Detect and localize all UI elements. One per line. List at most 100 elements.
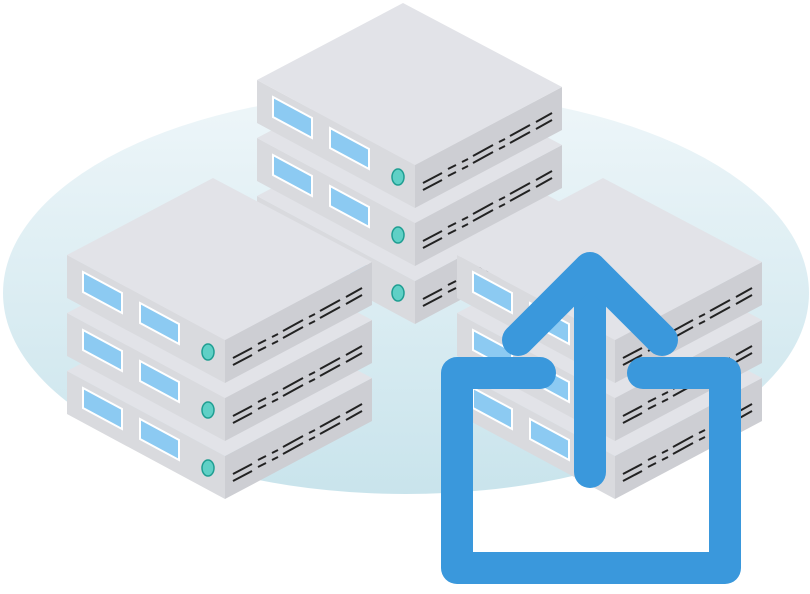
vent-line bbox=[257, 339, 267, 345]
vent-line bbox=[282, 435, 304, 448]
vent-line bbox=[308, 371, 316, 376]
vent-line bbox=[735, 294, 753, 305]
vent-line bbox=[698, 429, 706, 434]
vent-line bbox=[319, 364, 341, 377]
drive-bay-window bbox=[272, 153, 313, 198]
vent-line bbox=[498, 145, 506, 150]
vent-line bbox=[282, 377, 304, 390]
drive-bay-window bbox=[472, 270, 513, 315]
vent-line bbox=[472, 151, 494, 164]
drive-bay-window bbox=[329, 126, 370, 171]
vent-line bbox=[319, 422, 341, 435]
vent-line bbox=[622, 463, 643, 475]
vent-line bbox=[232, 354, 253, 366]
vent-line bbox=[345, 352, 363, 363]
vent-line bbox=[271, 449, 279, 454]
status-led bbox=[391, 284, 405, 302]
vent-line bbox=[472, 144, 494, 157]
vent-line bbox=[447, 164, 457, 170]
vent-line bbox=[472, 209, 494, 222]
vent-line bbox=[422, 179, 443, 191]
vent-line bbox=[319, 357, 341, 370]
drive-bay-window bbox=[82, 386, 123, 431]
vent-line bbox=[709, 299, 731, 312]
export-arrow-head bbox=[502, 252, 678, 356]
vent-line bbox=[622, 347, 643, 359]
vent-line bbox=[308, 429, 316, 434]
vent-line bbox=[345, 287, 363, 298]
vent-line bbox=[498, 203, 506, 208]
vent-line bbox=[422, 172, 443, 184]
status-led bbox=[201, 401, 215, 419]
vent-line bbox=[672, 319, 694, 332]
vent-line bbox=[509, 182, 531, 195]
vent-line bbox=[498, 138, 506, 143]
vent-line bbox=[257, 455, 267, 461]
export-icon bbox=[441, 252, 741, 584]
server-unit bbox=[67, 178, 372, 383]
vent-line bbox=[257, 397, 267, 403]
vent-line bbox=[282, 326, 304, 339]
vent-line bbox=[282, 442, 304, 455]
vent-line bbox=[345, 410, 363, 421]
vent-line bbox=[622, 405, 643, 417]
vent-line bbox=[709, 306, 731, 319]
vent-line bbox=[698, 436, 706, 441]
server-unit bbox=[457, 178, 762, 383]
vent-line bbox=[319, 299, 341, 312]
vent-line bbox=[698, 320, 706, 325]
vent-line bbox=[308, 313, 316, 318]
server-top-face bbox=[457, 178, 762, 340]
vent-line bbox=[461, 223, 469, 228]
vent-line bbox=[509, 124, 531, 137]
drive-bay-window bbox=[272, 95, 313, 140]
vent-line bbox=[535, 177, 553, 188]
vent-line bbox=[661, 449, 669, 454]
vent-line bbox=[735, 287, 753, 298]
vent-line bbox=[257, 346, 267, 352]
status-led bbox=[391, 168, 405, 186]
vent-line bbox=[672, 435, 694, 448]
vent-line bbox=[422, 237, 443, 249]
vent-line bbox=[661, 456, 669, 461]
vent-line bbox=[535, 119, 553, 130]
drive-bay-window bbox=[529, 417, 570, 462]
vent-line bbox=[735, 345, 753, 356]
vent-line bbox=[622, 412, 643, 424]
vent-line bbox=[647, 462, 657, 468]
vent-line bbox=[461, 158, 469, 163]
server-unit bbox=[257, 3, 562, 208]
drive-bay-window bbox=[82, 328, 123, 373]
vent-line bbox=[422, 288, 443, 300]
vent-line bbox=[461, 165, 469, 170]
vent-line bbox=[447, 222, 457, 228]
vent-line bbox=[622, 470, 643, 482]
vent-line bbox=[509, 189, 531, 202]
status-led bbox=[201, 343, 215, 361]
vent-line bbox=[447, 171, 457, 177]
vent-line bbox=[308, 320, 316, 325]
server-top-face bbox=[257, 3, 562, 165]
vent-line bbox=[345, 403, 363, 414]
drive-bay-window bbox=[139, 301, 180, 346]
vent-line bbox=[257, 404, 267, 410]
vent-line bbox=[232, 412, 253, 424]
vent-line bbox=[647, 404, 657, 410]
vent-line bbox=[447, 229, 457, 235]
vent-line bbox=[535, 112, 553, 123]
vent-line bbox=[647, 397, 657, 403]
vent-line bbox=[535, 170, 553, 181]
vent-line bbox=[282, 319, 304, 332]
drive-bay-window bbox=[139, 417, 180, 462]
vent-line bbox=[498, 196, 506, 201]
vent-line bbox=[271, 398, 279, 403]
vent-line bbox=[447, 280, 457, 286]
vent-line bbox=[271, 391, 279, 396]
vent-line bbox=[735, 352, 753, 363]
vent-line bbox=[232, 470, 253, 482]
drive-bay-window bbox=[82, 270, 123, 315]
vent-line bbox=[661, 398, 669, 403]
drive-bay-window bbox=[329, 184, 370, 229]
vent-line bbox=[282, 384, 304, 397]
